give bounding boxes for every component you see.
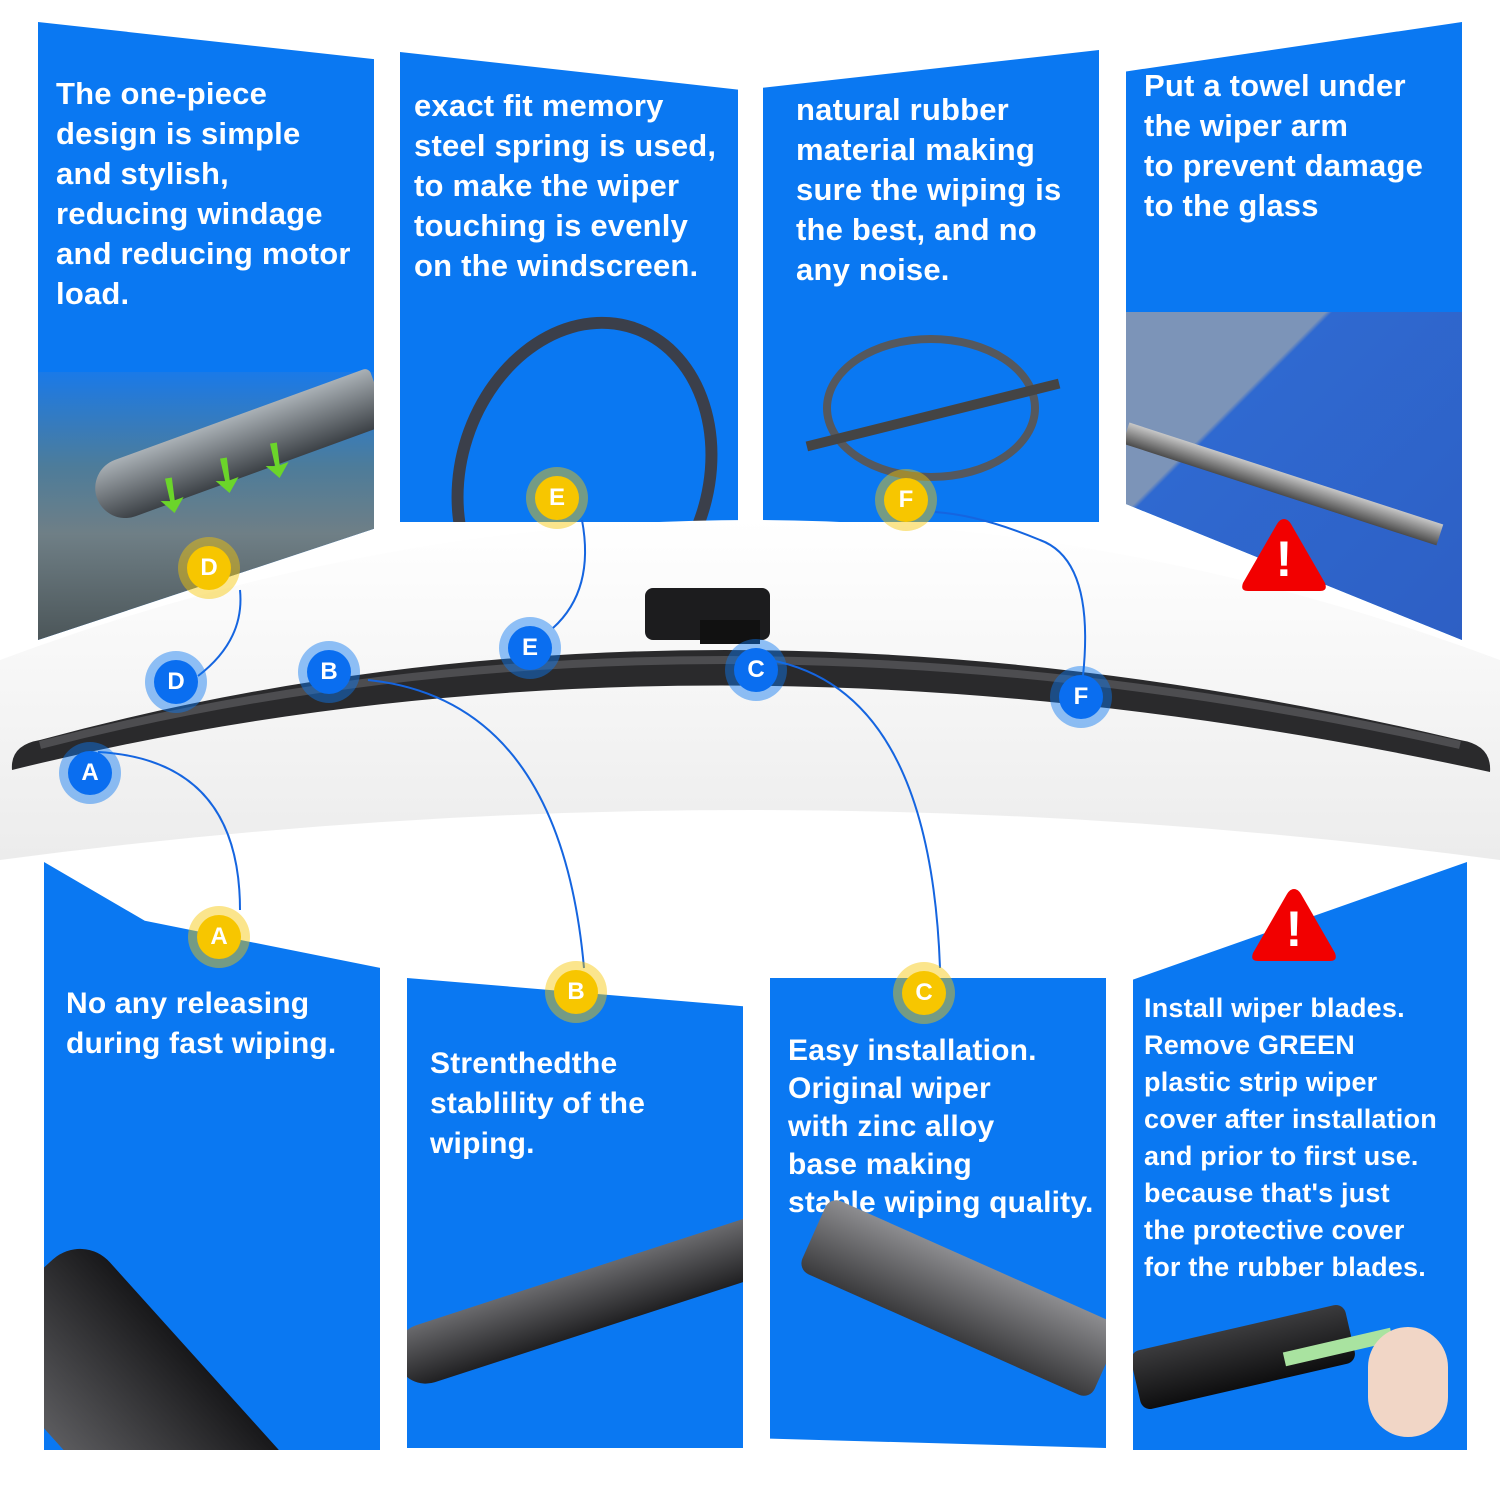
blade-marker-f: F (1059, 675, 1103, 719)
panel-marker-f: F (884, 478, 928, 522)
panel-bottom-c: Easy installation. Original wiper with z… (770, 978, 1106, 1448)
panel-marker-b: B (554, 970, 598, 1014)
panel-top-d-text: The one-piece design is simple and styli… (56, 76, 351, 311)
warning-icon: ! (1240, 515, 1328, 593)
panel-bottom-b-text: Strenthedthe stablility of the wiping. (430, 1047, 646, 1160)
warning-icon: ! (1250, 885, 1338, 963)
panel-top-f-text: natural rubber material making sure the … (796, 92, 1062, 287)
warning-glyph: ! (1285, 901, 1303, 957)
panel-top-warning-text: Put a towel under the wiper arm to preve… (1144, 68, 1424, 223)
hand-image (1368, 1327, 1448, 1437)
warning-glyph: ! (1275, 531, 1293, 587)
panel-top-f: natural rubber material making sure the … (763, 50, 1099, 522)
panel-bottom-c-text: Easy installation. Original wiper with z… (788, 1034, 1094, 1219)
panel-top-e: exact fit memory steel spring is used, t… (400, 52, 738, 522)
blade-marker-c: C (734, 648, 778, 692)
panel-bottom-a-text: No any releasing during fast wiping. (66, 987, 337, 1060)
panel-bottom-warning-text: Install wiper blades. Remove GREEN plast… (1144, 993, 1437, 1282)
panel-marker-d: D (187, 546, 231, 590)
rubber-refill-image (823, 335, 1039, 481)
blade-marker-e: E (508, 626, 552, 670)
blade-marker-b: B (307, 650, 351, 694)
blade-marker-d: D (154, 660, 198, 704)
blade-marker-a: A (68, 751, 112, 795)
panel-bottom-a: No any releasing during fast wiping. (44, 862, 380, 1450)
panel-marker-c: C (902, 971, 946, 1015)
panel-marker-a: A (197, 915, 241, 959)
panel-marker-e: E (535, 476, 579, 520)
panel-bottom-b: Strenthedthe stablility of the wiping. (407, 978, 743, 1448)
panel-top-e-text: exact fit memory steel spring is used, t… (414, 88, 717, 283)
